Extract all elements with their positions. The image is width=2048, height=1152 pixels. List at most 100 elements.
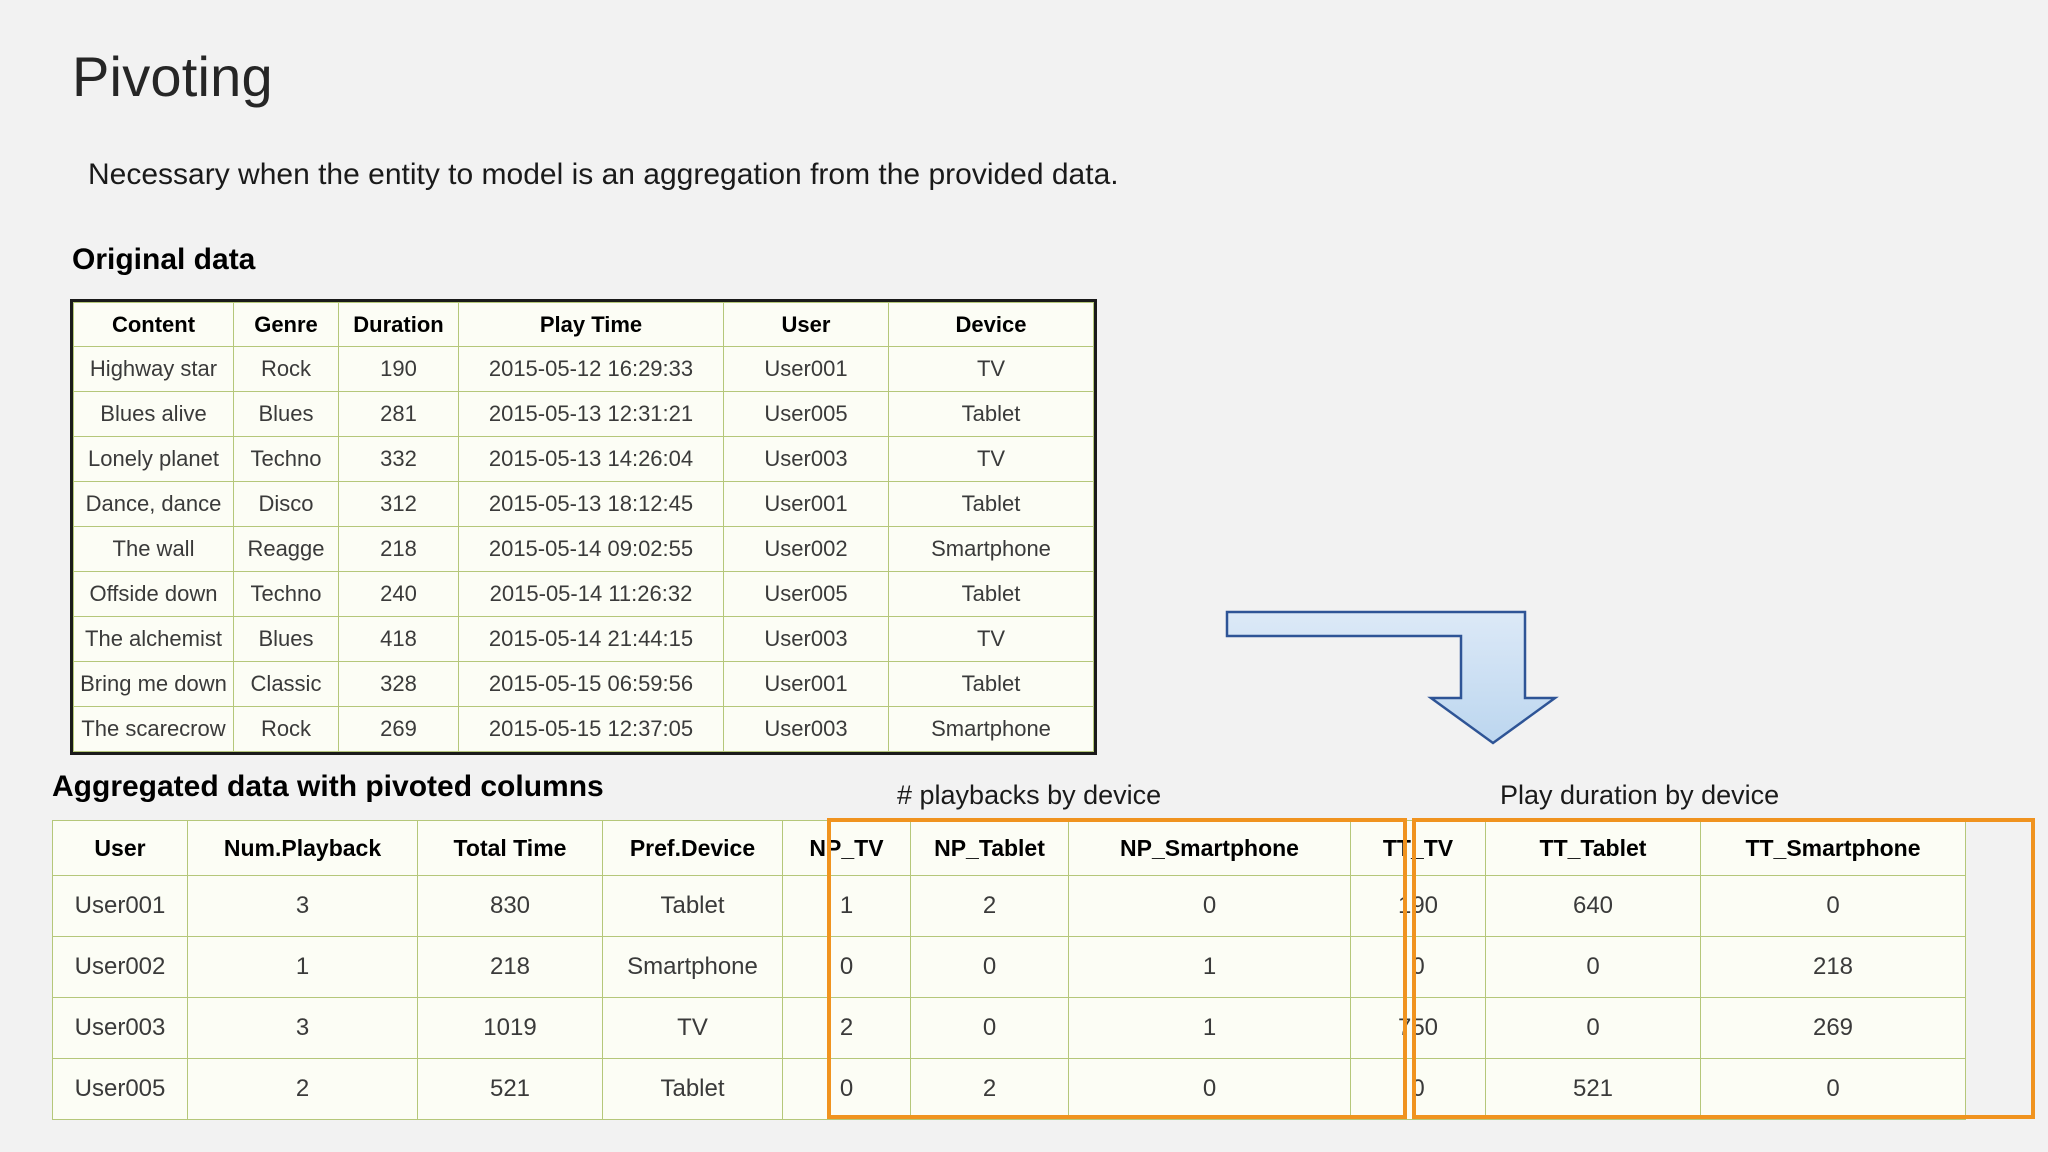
table-cell: 281 (338, 391, 459, 437)
table-cell: 312 (338, 481, 459, 527)
original-column-header: Content (73, 302, 234, 347)
table-cell: 0 (1350, 1058, 1486, 1120)
table-cell: Reagge (233, 526, 339, 572)
original-column-header: User (723, 302, 889, 347)
table-cell: The wall (73, 526, 234, 572)
aggregated-column-header: NP_TV (782, 820, 911, 876)
table-cell: 269 (338, 706, 459, 752)
table-cell: Blues (233, 391, 339, 437)
table-cell: 1 (782, 875, 911, 937)
table-cell: Tablet (888, 661, 1094, 707)
table-cell: 0 (1350, 936, 1486, 998)
aggregated-column-header: TT_TV (1350, 820, 1486, 876)
table-cell: The alchemist (73, 616, 234, 662)
table-cell: 750 (1350, 997, 1486, 1059)
table-cell: User005 (52, 1058, 188, 1120)
table-cell: Offside down (73, 571, 234, 617)
table-cell: Tablet (888, 571, 1094, 617)
table-cell: User002 (52, 936, 188, 998)
table-cell: 218 (338, 526, 459, 572)
table-cell: User003 (723, 616, 889, 662)
table-cell: 1 (1068, 997, 1351, 1059)
caption-play-duration-by-device: Play duration by device (1500, 780, 1780, 810)
table-cell: User001 (723, 346, 889, 392)
table-cell: 0 (1700, 1058, 1966, 1120)
caption-playbacks-by-device: # playbacks by device (897, 780, 1162, 810)
table-cell: 0 (1485, 936, 1701, 998)
aggregated-column-header: User (52, 820, 188, 876)
table-cell: Rock (233, 706, 339, 752)
table-cell: 218 (417, 936, 603, 998)
aggregated-column-header: TT_Smartphone (1700, 820, 1966, 876)
table-cell: 269 (1700, 997, 1966, 1059)
table-cell: 0 (1700, 875, 1966, 937)
table-cell: 2015-05-14 21:44:15 (458, 616, 724, 662)
table-cell: Disco (233, 481, 339, 527)
table-cell: 521 (417, 1058, 603, 1120)
table-cell: TV (888, 436, 1094, 482)
table-cell: 418 (338, 616, 459, 662)
table-cell: User003 (723, 706, 889, 752)
table-cell: 0 (910, 936, 1069, 998)
table-cell: Lonely planet (73, 436, 234, 482)
table-cell: Tablet (602, 875, 783, 937)
table-cell: Blues (233, 616, 339, 662)
table-cell: 218 (1700, 936, 1966, 998)
table-cell: 0 (1068, 1058, 1351, 1120)
table-cell: TV (888, 616, 1094, 662)
table-cell: 1 (187, 936, 418, 998)
table-cell: 2 (782, 997, 911, 1059)
table-cell: Bring me down (73, 661, 234, 707)
table-cell: 2015-05-12 16:29:33 (458, 346, 724, 392)
table-cell: User002 (723, 526, 889, 572)
table-cell: Smartphone (888, 526, 1094, 572)
elbow-arrow-down-icon (1225, 610, 1559, 745)
page-subtitle: Necessary when the entity to model is an… (88, 158, 1119, 191)
aggregated-data-heading: Aggregated data with pivoted columns (52, 770, 604, 803)
table-cell: User001 (52, 875, 188, 937)
table-cell: 0 (782, 1058, 911, 1120)
table-cell: 2 (910, 875, 1069, 937)
table-cell: 830 (417, 875, 603, 937)
aggregated-column-header: Pref.Device (602, 820, 783, 876)
original-column-header: Play Time (458, 302, 724, 347)
original-column-header: Device (888, 302, 1094, 347)
aggregated-column-header: Total Time (417, 820, 603, 876)
table-cell: Highway star (73, 346, 234, 392)
table-cell: 2015-05-15 06:59:56 (458, 661, 724, 707)
table-cell: 3 (187, 997, 418, 1059)
table-cell: 0 (782, 936, 911, 998)
table-cell: Classic (233, 661, 339, 707)
table-cell: User001 (723, 661, 889, 707)
table-cell: 332 (338, 436, 459, 482)
aggregated-column-header: Num.Playback (187, 820, 418, 876)
table-cell: The scarecrow (73, 706, 234, 752)
table-cell: Dance, dance (73, 481, 234, 527)
table-cell: User001 (723, 481, 889, 527)
table-cell: Blues alive (73, 391, 234, 437)
table-cell: 190 (338, 346, 459, 392)
table-cell: 0 (1485, 997, 1701, 1059)
table-cell: Tablet (888, 391, 1094, 437)
table-cell: 190 (1350, 875, 1486, 937)
aggregated-column-header: NP_Smartphone (1068, 820, 1351, 876)
table-cell: 0 (1068, 875, 1351, 937)
table-cell: 0 (910, 997, 1069, 1059)
table-cell: User005 (723, 571, 889, 617)
table-cell: 2015-05-14 09:02:55 (458, 526, 724, 572)
aggregated-column-header: TT_Tablet (1485, 820, 1701, 876)
table-cell: Tablet (888, 481, 1094, 527)
table-cell: 240 (338, 571, 459, 617)
